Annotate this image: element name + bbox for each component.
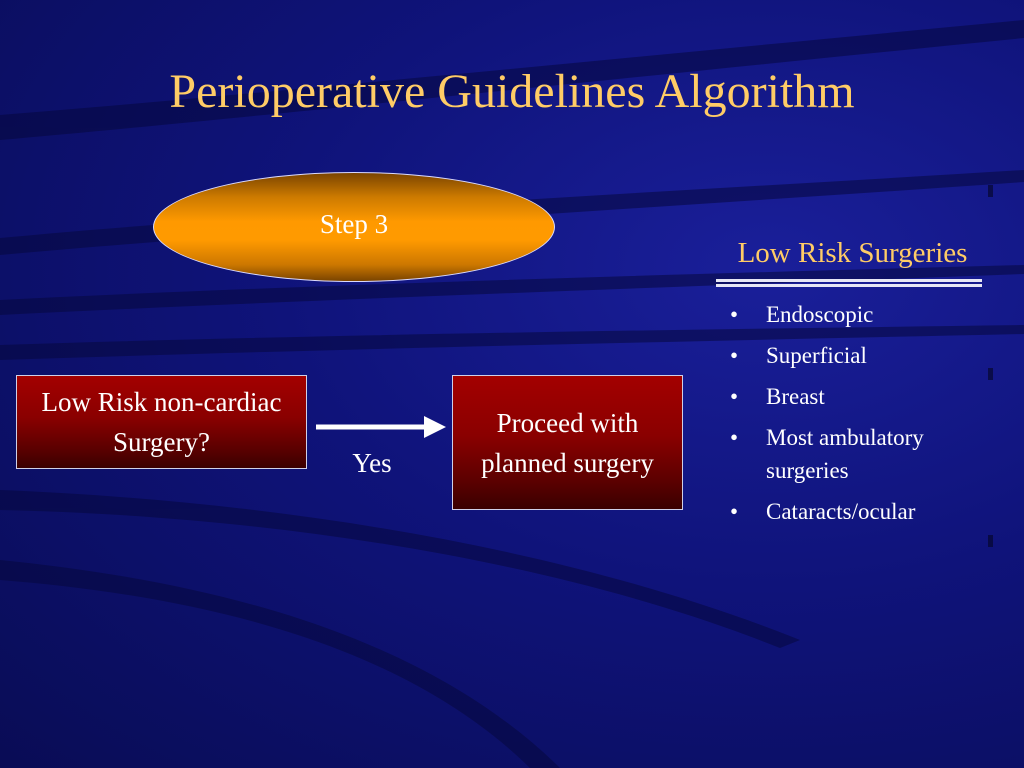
outcome-box: Proceed with planned surgery — [452, 375, 683, 510]
low-risk-list: •Endoscopic •Superficial •Breast •Most a… — [722, 298, 1012, 536]
list-item: •Cataracts/ocular — [722, 495, 1012, 528]
bullet-icon: • — [730, 302, 739, 327]
list-item: •Most ambulatory surgeries — [722, 421, 1012, 487]
outcome-box-text: Proceed with planned surgery — [481, 407, 654, 478]
question-box-text: Low Risk non-cardiac Surgery? — [41, 387, 282, 457]
bullet-icon: • — [730, 343, 739, 368]
edge-label-yes: Yes — [352, 448, 392, 478]
list-item: •Superficial — [722, 339, 1012, 372]
step-label: Step 3 — [319, 209, 389, 239]
flow-arrow — [316, 416, 446, 438]
step-oval: Step 3 — [153, 172, 555, 282]
low-risk-heading: Low Risk Surgeries — [737, 237, 968, 269]
bullet-icon: • — [730, 384, 739, 409]
slide-title: Perioperative Guidelines Algorithm — [169, 65, 855, 118]
bullet-icon: • — [730, 425, 739, 450]
list-item: •Breast — [722, 380, 1012, 413]
bullet-icon: • — [730, 499, 739, 524]
list-item: •Endoscopic — [722, 298, 1012, 331]
question-box: Low Risk non-cardiac Surgery? — [16, 375, 307, 469]
heading-double-rule — [716, 279, 982, 287]
